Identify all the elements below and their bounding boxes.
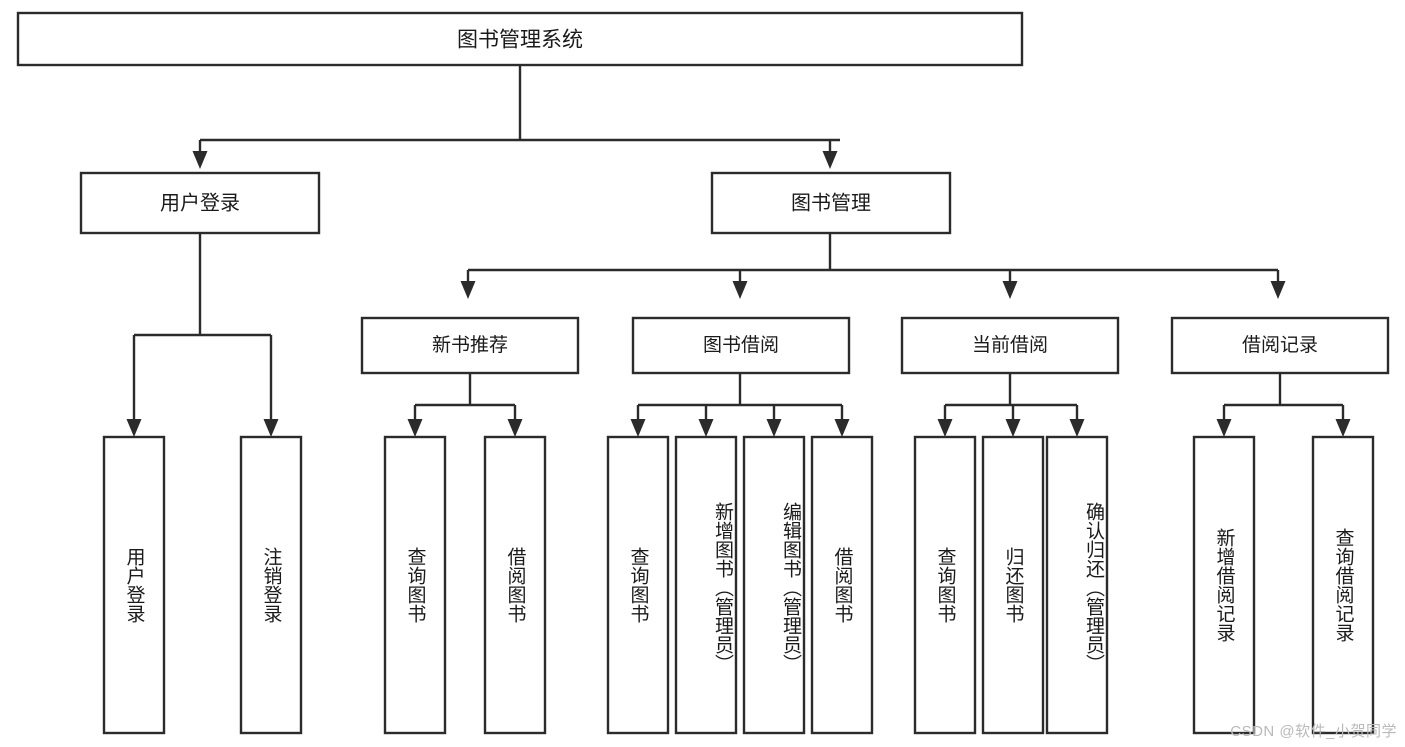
arrow-icon xyxy=(1005,419,1021,437)
leaf-box-edit-book xyxy=(742,435,806,735)
leaf-box-borrow-book-1 xyxy=(483,435,547,735)
leaf-box-query-book-3 xyxy=(913,435,977,735)
leaf-label-add-book: 新增图书（管理员） xyxy=(712,501,733,673)
leaf-box-borrow-book-2 xyxy=(810,435,874,735)
connector-current-borrow-to-leaves xyxy=(937,373,1085,437)
node-user-login[interactable]: 用户登录 xyxy=(79,171,321,235)
leaf-label-query-book-2: 查询图书 xyxy=(627,547,649,623)
arrow-icon xyxy=(822,151,838,169)
leaf-box-user-login xyxy=(102,435,166,735)
connector-book-borrow-to-leaves xyxy=(630,373,850,437)
node-user-login-label: 用户登录 xyxy=(160,191,240,214)
leaf-label-edit-book: 编辑图书（管理员） xyxy=(780,501,801,673)
node-new-book-recommend[interactable]: 新书推荐 xyxy=(360,316,580,375)
leaf-box-query-record xyxy=(1311,435,1375,735)
arrow-icon xyxy=(1335,419,1351,437)
arrow-icon xyxy=(1069,419,1085,437)
arrow-icon xyxy=(937,419,953,437)
leaf-label-return-book: 归还图书 xyxy=(1002,547,1024,623)
leaf-label-add-record: 新增借阅记录 xyxy=(1213,528,1235,642)
node-book-borrow-label: 图书借阅 xyxy=(703,334,779,356)
connector-book-management-to-level2 xyxy=(460,233,1286,299)
arrow-icon xyxy=(766,419,782,437)
connector-new-book-to-leaves xyxy=(407,373,523,437)
node-borrow-record[interactable]: 借阅记录 xyxy=(1170,316,1390,375)
leaf-box-logout xyxy=(239,435,303,735)
connector-root-to-level1 xyxy=(192,65,840,169)
leaf-label-borrow-book-2: 借阅图书 xyxy=(831,547,853,623)
leaf-label-logout: 注销登录 xyxy=(260,547,282,623)
leaf-label-query-book-1: 查询图书 xyxy=(404,547,426,623)
leaf-label-borrow-book-1: 借阅图书 xyxy=(504,547,526,623)
leaf-label-query-record: 查询借阅记录 xyxy=(1332,528,1354,642)
node-current-borrow-label: 当前借阅 xyxy=(972,334,1048,356)
arrow-icon xyxy=(460,281,476,299)
leaf-label-query-book-3: 查询图书 xyxy=(934,547,956,623)
leaf-box-query-book-1 xyxy=(383,435,447,735)
leaf-box-add-book xyxy=(674,435,738,735)
arrow-icon xyxy=(732,281,748,299)
connector-user-login-to-leaves xyxy=(126,233,279,437)
node-root[interactable]: 图书管理系统 xyxy=(16,11,1024,67)
node-new-book-recommend-label: 新书推荐 xyxy=(432,334,508,356)
node-book-management[interactable]: 图书管理 xyxy=(710,171,952,235)
node-current-borrow[interactable]: 当前借阅 xyxy=(900,316,1120,375)
leaf-box-return-book xyxy=(981,435,1045,735)
node-root-label: 图书管理系统 xyxy=(457,29,583,52)
connector-borrow-record-to-leaves xyxy=(1216,373,1351,437)
leaf-box-query-book-2 xyxy=(606,435,670,735)
node-book-borrow[interactable]: 图书借阅 xyxy=(631,316,851,375)
arrow-icon xyxy=(1216,419,1232,437)
arrow-icon xyxy=(407,419,423,437)
leaf-label-user-login: 用户登录 xyxy=(123,547,145,623)
node-book-management-label: 图书管理 xyxy=(791,191,871,214)
arrow-icon xyxy=(698,419,714,437)
arrow-icon xyxy=(1002,281,1018,299)
leaf-box-add-record xyxy=(1192,435,1256,735)
arrow-icon xyxy=(1270,281,1286,299)
arrow-icon xyxy=(507,419,523,437)
leaf-boxes xyxy=(102,435,1375,735)
node-borrow-record-label: 借阅记录 xyxy=(1242,334,1318,356)
arrow-icon xyxy=(630,419,646,437)
arrow-icon xyxy=(263,419,279,437)
arrow-icon xyxy=(126,419,142,437)
leaf-box-confirm-return xyxy=(1045,435,1109,735)
arrow-icon xyxy=(834,419,850,437)
csdn-watermark: CSDN @软件_小贺同学 xyxy=(1230,723,1397,740)
leaf-label-confirm-return: 确认归还（管理员） xyxy=(1083,501,1104,673)
arrow-icon xyxy=(192,151,208,169)
